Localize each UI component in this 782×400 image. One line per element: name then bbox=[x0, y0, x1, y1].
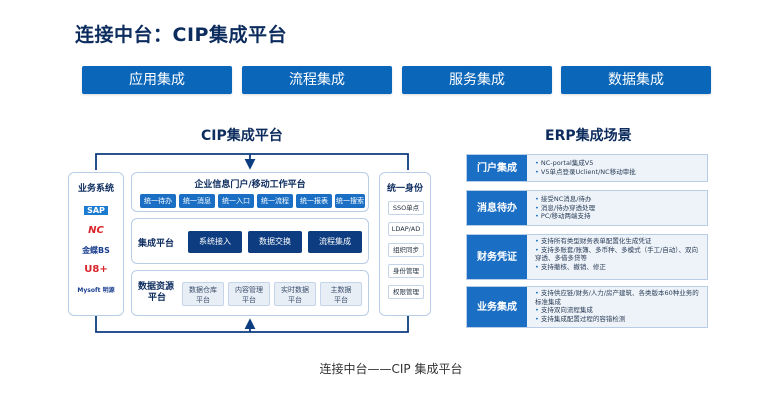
erp-label-portal: 门户集成 bbox=[467, 155, 527, 181]
business-systems-title: 业务系统 bbox=[77, 184, 114, 194]
erp-label-message: 消息待办 bbox=[467, 191, 527, 225]
mysoft-logo: Mysoft 明源 bbox=[77, 287, 115, 294]
erp-list-finance: 支持所有类型财务表单配置化生成凭证 支持多账套/账簿、多币种、多模式（手工/自动… bbox=[535, 237, 703, 271]
portal-btn-search[interactable]: 统一搜索 bbox=[335, 194, 365, 208]
data-resource-label: 数据资源 平台 bbox=[138, 282, 175, 303]
identity-ldap[interactable]: LDAP/AD bbox=[388, 222, 424, 236]
erp-row-business: 业务集成 支持供应链/财务/人力/房产建筑、各类版本60种业务的标准集成 支持双… bbox=[466, 286, 708, 328]
identity-org-sync[interactable]: 组织同步 bbox=[388, 243, 424, 257]
erp-list-business: 支持供应链/财务/人力/房产建筑、各类版本60种业务的标准集成 支持双向流程集成… bbox=[535, 289, 703, 323]
integration-btn-flow[interactable]: 流程集成 bbox=[308, 231, 362, 253]
top-tab-app[interactable]: 应用集成 bbox=[82, 66, 232, 94]
data-resource-card: 数据资源 平台 数据仓库平台 内容管理平台 实时数据平台 主数据平台 bbox=[131, 270, 369, 316]
integration-label: 集成平台 bbox=[138, 239, 175, 249]
caption: 连接中台——CIP 集成平台 bbox=[319, 362, 463, 376]
erp-label-finance: 财务凭证 bbox=[467, 235, 527, 279]
top-tab-service[interactable]: 服务集成 bbox=[402, 66, 552, 94]
erp-row-portal: 门户集成 NC-portal集成V5 V5单点登录Uclient/NC移动审批 bbox=[466, 154, 708, 182]
nc-logo: NC bbox=[88, 225, 104, 236]
bottom-connector bbox=[95, 316, 409, 333]
identity-title: 统一身份 bbox=[386, 184, 423, 194]
portal-card: 企业信息门户/移动工作平台 统一待办 统一消息 统一入口 统一流程 统一报表 统… bbox=[131, 172, 369, 212]
portal-btn-report[interactable]: 统一报表 bbox=[296, 194, 332, 208]
cip-section-title: CIP集成平台 bbox=[201, 128, 283, 144]
portal-btn-process[interactable]: 统一流程 bbox=[257, 194, 293, 208]
identity-management[interactable]: 身份管理 bbox=[388, 264, 424, 278]
data-cell-realtime[interactable]: 实时数据平台 bbox=[274, 282, 316, 306]
portal-btn-entry[interactable]: 统一入口 bbox=[218, 194, 254, 208]
data-cell-content[interactable]: 内容管理平台 bbox=[228, 282, 270, 306]
erp-list-message: 接受NC消息/待办 消息/待办穿透处理 PC/移动两端支持 bbox=[535, 195, 703, 221]
integration-btn-access[interactable]: 系统接入 bbox=[188, 231, 242, 253]
top-connector bbox=[95, 153, 409, 170]
erp-row-message: 消息待办 接受NC消息/待办 消息/待办穿透处理 PC/移动两端支持 bbox=[466, 190, 708, 226]
data-cell-warehouse[interactable]: 数据仓库平台 bbox=[182, 282, 224, 306]
erp-label-business: 业务集成 bbox=[467, 287, 527, 327]
sap-logo: SAP bbox=[69, 205, 123, 216]
kingdee-logo: 金蝶BS bbox=[82, 246, 110, 255]
page-title: 连接中台：CIP集成平台 bbox=[75, 24, 287, 46]
erp-list-portal: NC-portal集成V5 V5单点登录Uclient/NC移动审批 bbox=[535, 159, 703, 176]
portal-btn-message[interactable]: 统一消息 bbox=[179, 194, 215, 208]
identity-sso[interactable]: SSO单点 bbox=[388, 201, 424, 215]
u8-logo: U8+ bbox=[84, 264, 108, 275]
integration-card: 集成平台 系统接入 数据交换 流程集成 bbox=[131, 218, 369, 264]
portal-btn-todo[interactable]: 统一待办 bbox=[140, 194, 176, 208]
business-systems-card: 业务系统 SAP NC 金蝶BS U8+ Mysoft 明源 bbox=[68, 172, 124, 316]
erp-section-title: ERP集成场景 bbox=[545, 128, 632, 144]
identity-card: 统一身份 SSO单点 LDAP/AD 组织同步 身份管理 权限管理 bbox=[379, 172, 431, 316]
identity-permission[interactable]: 权限管理 bbox=[388, 285, 424, 299]
top-tab-process[interactable]: 流程集成 bbox=[242, 66, 392, 94]
data-cell-master[interactable]: 主数据平台 bbox=[320, 282, 362, 306]
top-tab-data[interactable]: 数据集成 bbox=[561, 66, 711, 94]
portal-title: 企业信息门户/移动工作平台 bbox=[194, 180, 306, 190]
integration-btn-exchange[interactable]: 数据交换 bbox=[248, 231, 302, 253]
erp-row-finance: 财务凭证 支持所有类型财务表单配置化生成凭证 支持多账套/账簿、多币种、多模式（… bbox=[466, 234, 708, 280]
